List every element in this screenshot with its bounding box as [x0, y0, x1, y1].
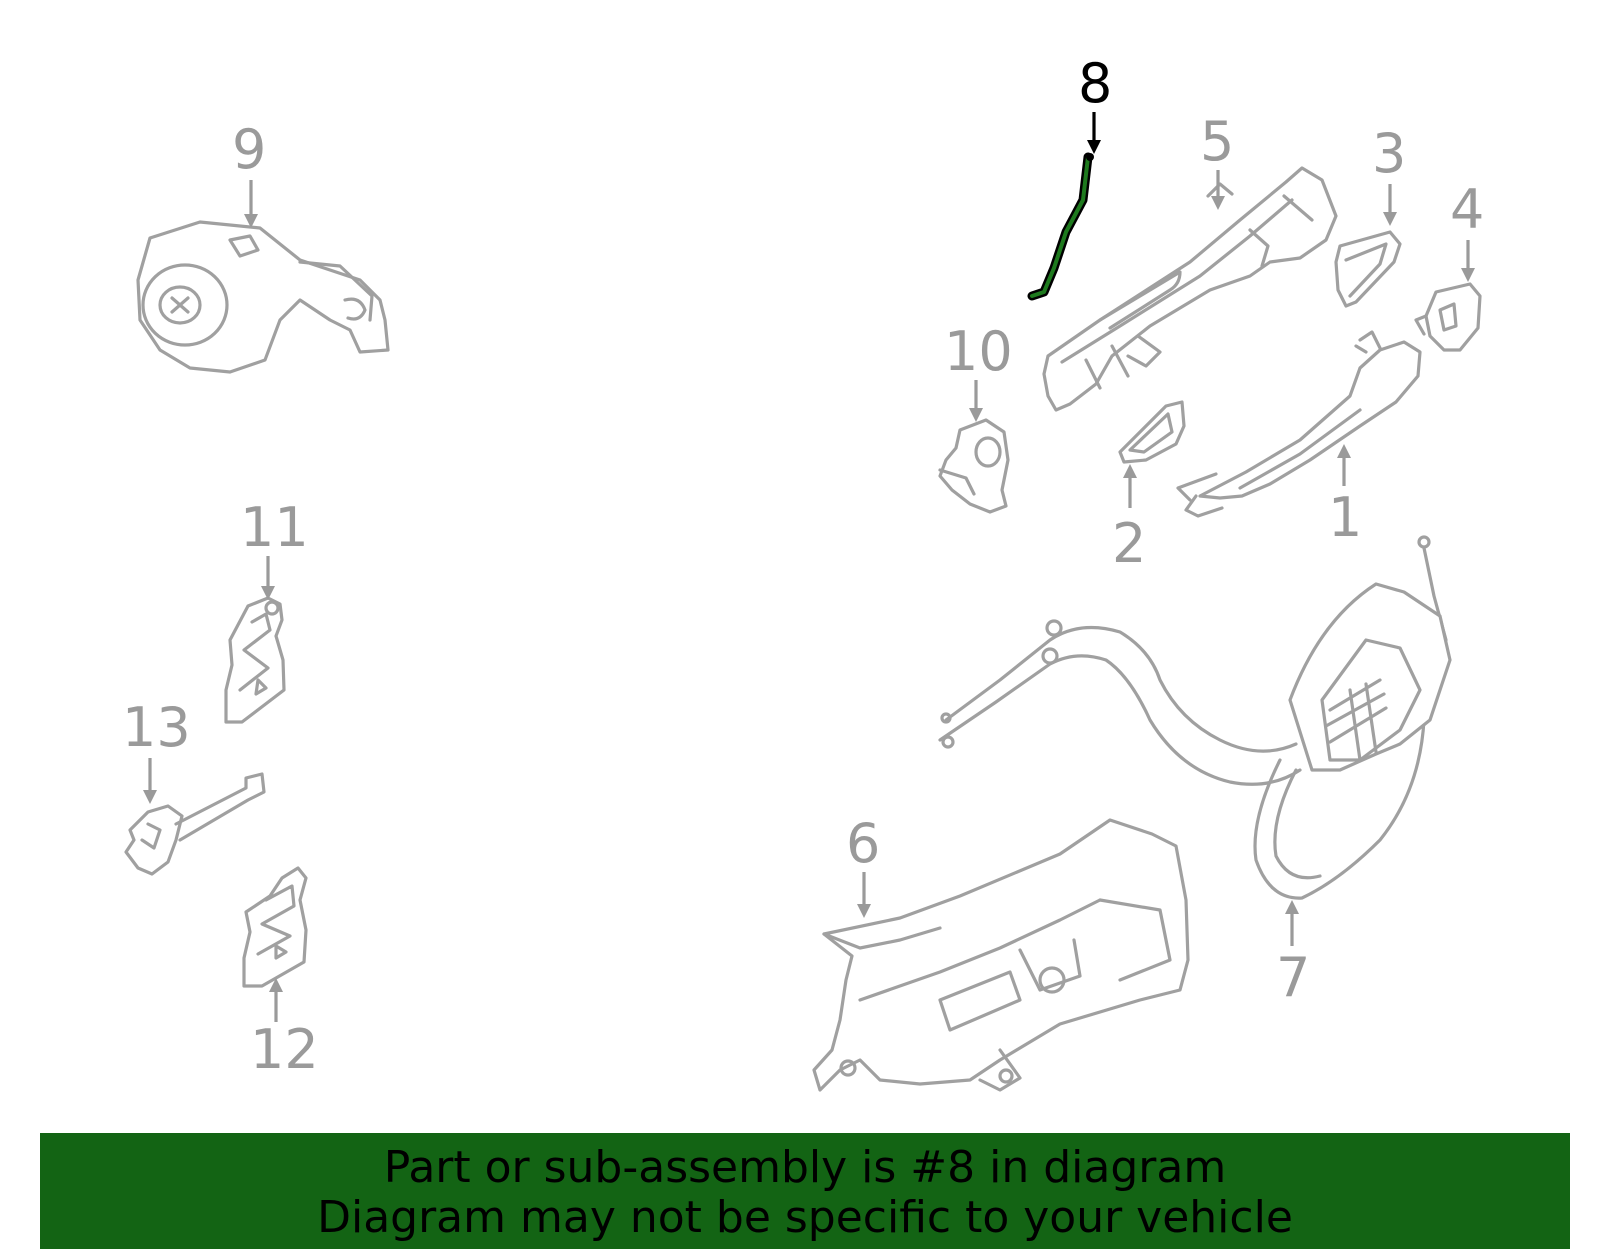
callout-12: 12 — [250, 1018, 319, 1081]
part-3-drawing — [1334, 230, 1402, 308]
part-13-drawing — [124, 772, 266, 876]
callout-3: 3 — [1372, 122, 1406, 185]
part-12-drawing — [242, 866, 308, 988]
part-5-drawing — [1042, 166, 1338, 412]
banner-line-2: Diagram may not be specific to your vehi… — [317, 1192, 1293, 1243]
callout-13: 13 — [122, 696, 191, 759]
part-11-drawing — [224, 596, 286, 724]
part-7-housing-drawing — [1288, 582, 1452, 772]
callout-labels: 9 8 5 3 4 10 2 1 11 13 12 6 7 — [122, 52, 1484, 1081]
callout-10: 10 — [944, 320, 1013, 383]
part-10-drawing — [938, 418, 1010, 514]
callout-9: 9 — [232, 118, 266, 181]
callout-4: 4 — [1450, 178, 1484, 241]
callout-7: 7 — [1276, 946, 1310, 1009]
callout-8: 8 — [1078, 52, 1112, 115]
part-2-drawing — [1118, 400, 1186, 464]
callout-2: 2 — [1112, 512, 1146, 575]
part-9-drawing — [136, 220, 390, 374]
callout-1: 1 — [1328, 486, 1362, 549]
part-8-drawing — [1027, 152, 1094, 301]
callout-6: 6 — [846, 812, 880, 875]
callout-11: 11 — [240, 496, 309, 559]
info-banner: Part or sub-assembly is #8 in diagram Di… — [40, 1133, 1570, 1249]
callout-arrows — [143, 112, 1475, 1022]
part-6-drawing — [812, 818, 1190, 1092]
part-1-drawing — [1176, 330, 1422, 518]
callout-5: 5 — [1200, 110, 1234, 173]
part-4-drawing — [1414, 282, 1482, 352]
banner-line-1: Part or sub-assembly is #8 in diagram — [383, 1142, 1227, 1193]
